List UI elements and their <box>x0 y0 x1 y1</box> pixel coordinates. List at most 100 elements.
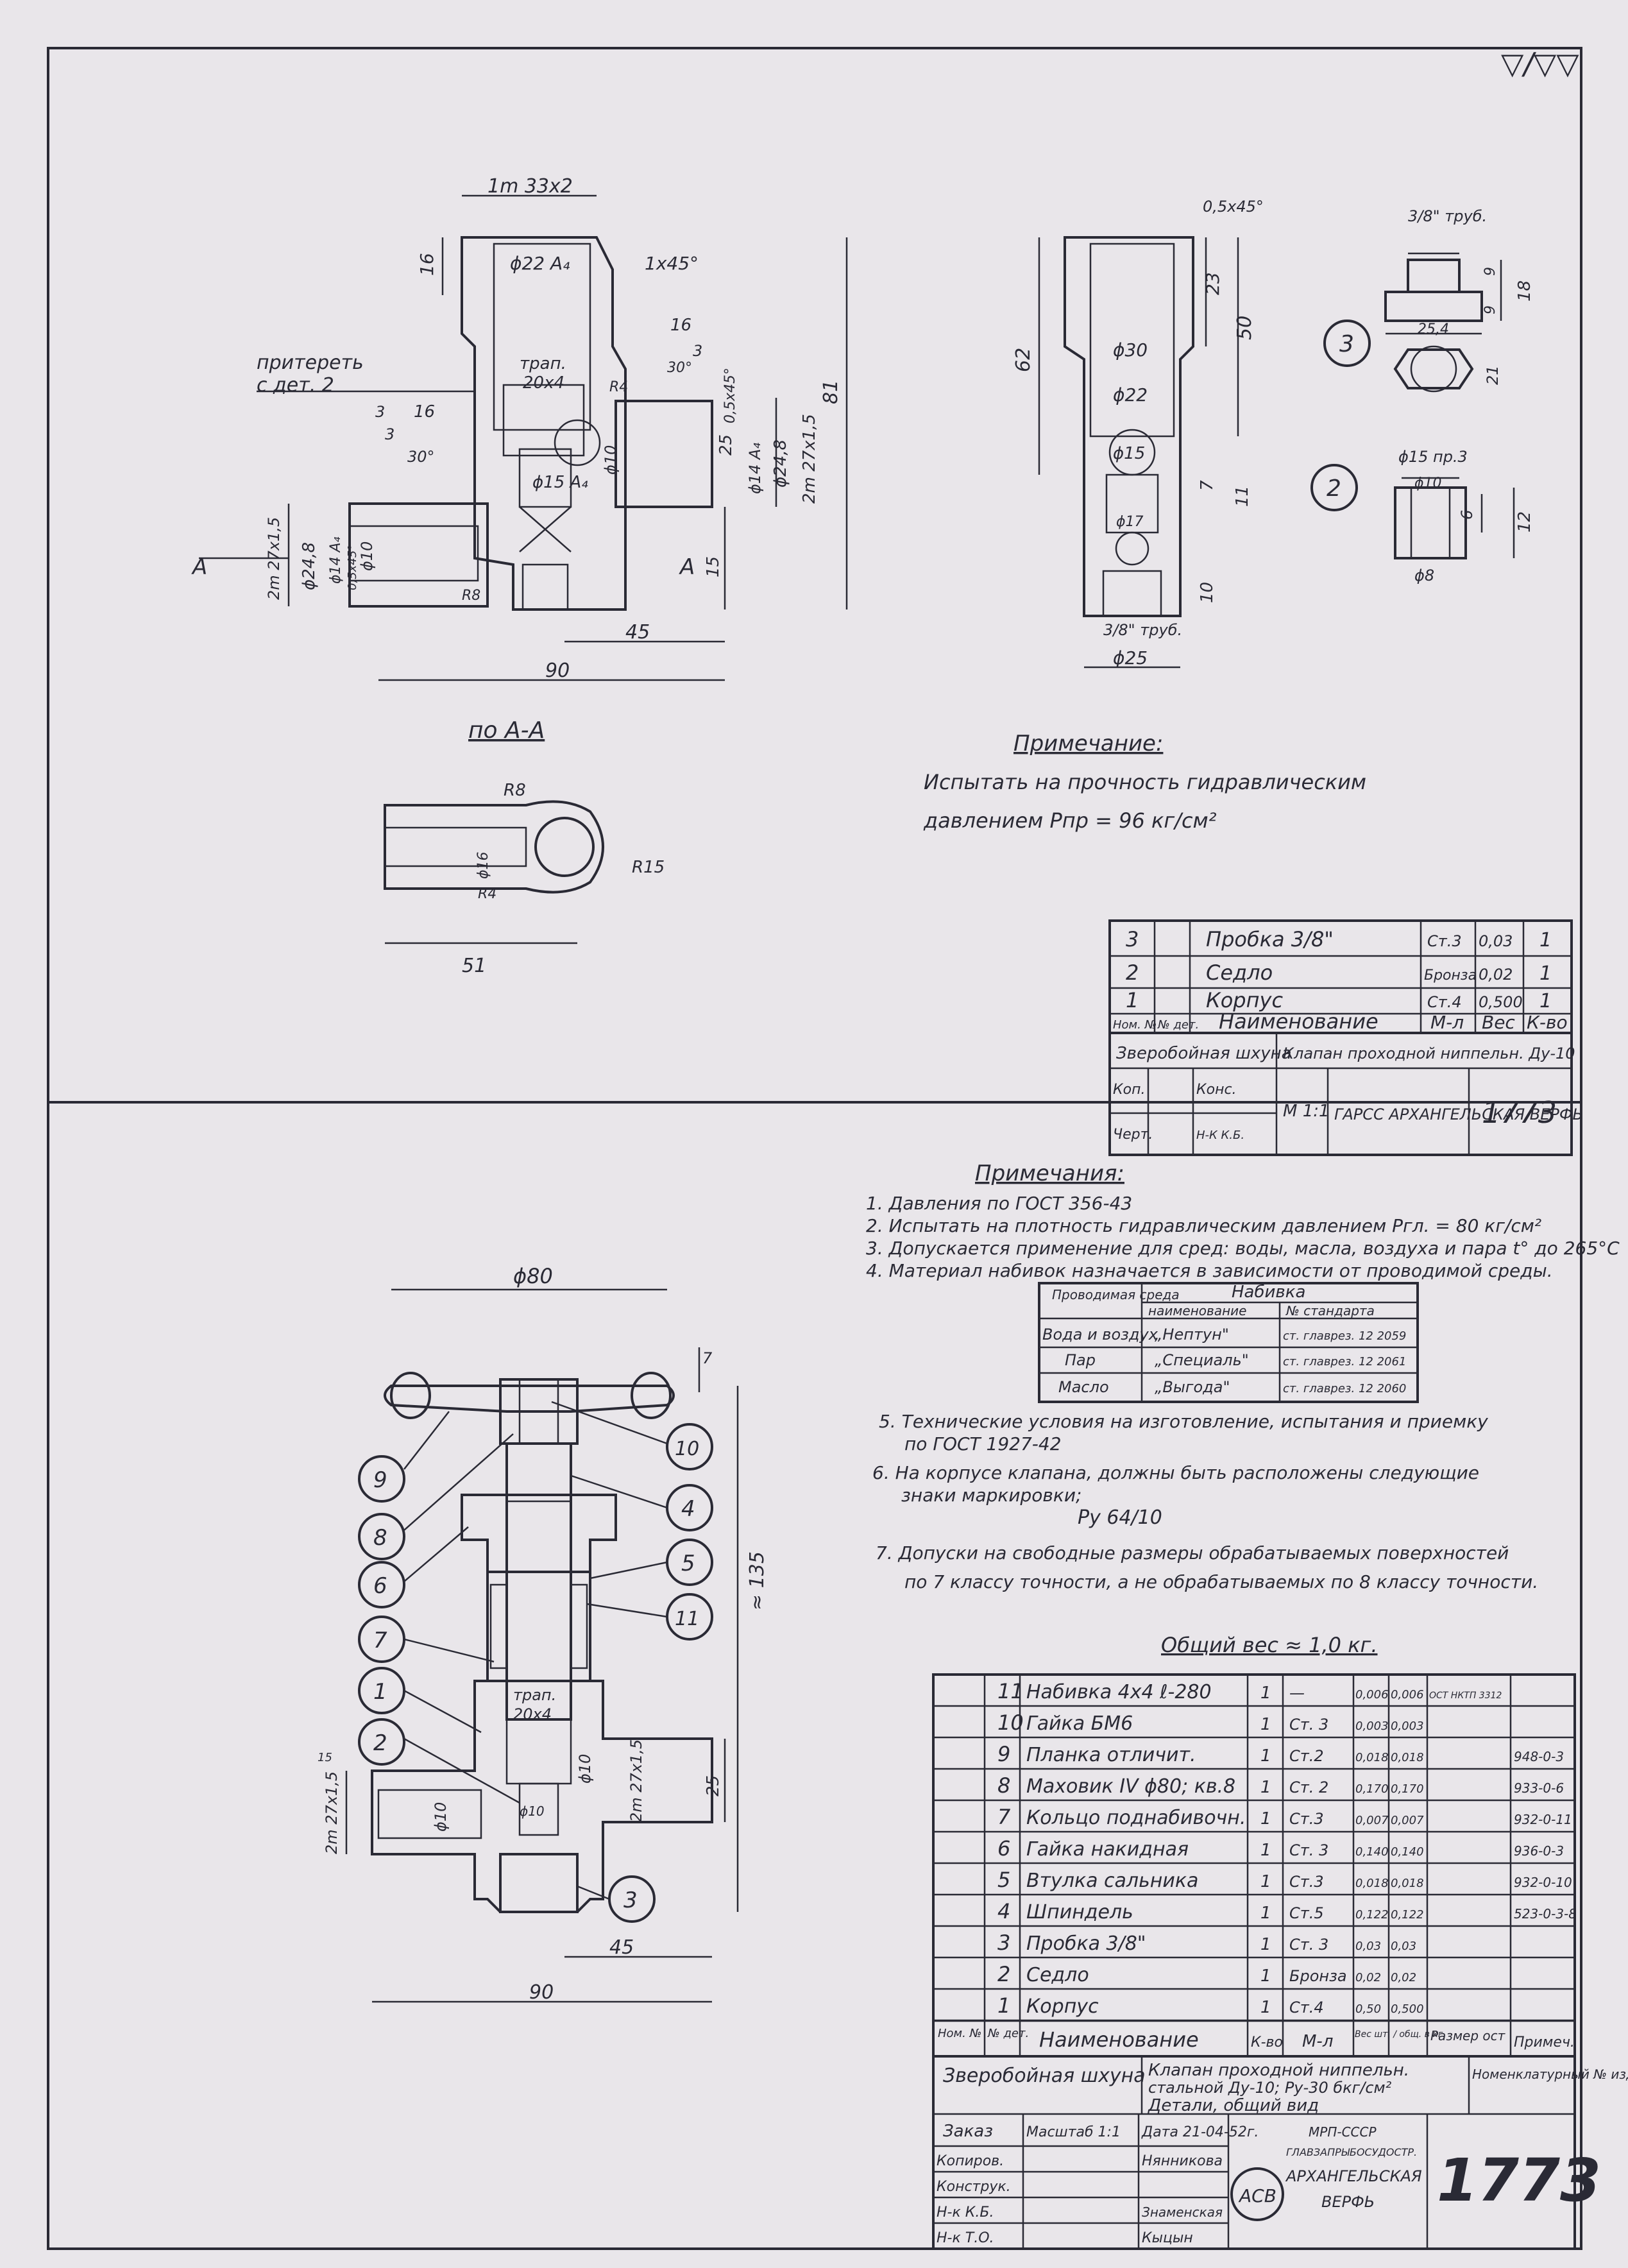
cell-num: 1 <box>997 1993 1010 2018</box>
tb-masht: Масштаб 1:1 <box>1026 2124 1121 2140</box>
dim-left30: 30° <box>407 448 435 466</box>
dim-phi15: ϕ15 A₄ <box>532 473 588 492</box>
cell-mat: Ст. 3 <box>1289 1716 1328 1734</box>
note-2: 2. Испытать на плотность гидравлическим … <box>866 1215 1541 1236</box>
side-phi25: ϕ25 <box>1113 647 1148 669</box>
cell-num: 9 <box>997 1742 1010 1766</box>
cell-num: 8 <box>997 1773 1010 1798</box>
callout-label: 3 <box>623 1888 638 1913</box>
bom-hdr-w: Вес шт. / общ. в кг. <box>1355 2029 1446 2040</box>
p2-phi8: ϕ8 <box>1414 567 1434 584</box>
cell-wt: 0,03 <box>1479 932 1513 950</box>
cell-qty: 1 <box>1260 1746 1271 1766</box>
note-5b: по ГОСТ 1927-42 <box>904 1433 1062 1454</box>
cell-mat: Ст.5 <box>1289 1904 1324 1922</box>
asm-thr-r: 2m 27x1,5 <box>627 1739 645 1822</box>
pk-h1: Проводимая среда <box>1052 1287 1180 1302</box>
cell-weight-each: 0,170 <box>1355 1782 1389 1796</box>
cell-num: 6 <box>997 1836 1010 1861</box>
dim-chamfer: 1x45° <box>645 253 699 274</box>
bom-hdr-mat: М-л <box>1302 2032 1333 2051</box>
upper-side-view: 0,5x45° 62 23 50 ϕ30 ϕ22 ϕ15 7 11 ϕ17 10… <box>1012 198 1264 669</box>
cell-note: 932-0-10 <box>1514 1875 1572 1890</box>
callout-2: 2 <box>358 1718 520 1804</box>
bom-row: 1 Корпус 1 Ст.4 0,50 0,500 <box>997 1993 1424 2018</box>
callout-label: 8 <box>373 1525 387 1551</box>
dim-d24: ϕ24,8 <box>771 439 790 488</box>
upper-tb-ship: Зверобойная шхуна <box>1116 1044 1292 1063</box>
cell-num: 4 <box>997 1899 1010 1923</box>
side-v10: 10 <box>1198 582 1217 603</box>
dim-h16: 16 <box>416 253 437 276</box>
upper-tb-org: ГАРСС АРХАНГЕЛЬСКАЯ ВЕРФЬ <box>1334 1105 1583 1123</box>
asm-v25: 25 <box>704 1775 723 1796</box>
pk-h2b: № стандарта <box>1285 1303 1375 1318</box>
tb-nkkb: Н-к К.Б. <box>937 2204 994 2221</box>
hdr-det: № дет. <box>1157 1018 1199 1032</box>
p3-d254: 25,4 <box>1418 321 1449 337</box>
callout-7: 7 <box>358 1616 495 1663</box>
side-v62: 62 <box>1012 348 1035 372</box>
tb-title2: стальной Ду-10; Ру-30 бкг/см² <box>1148 2079 1392 2097</box>
cell-note: 932-0-11 <box>1514 1812 1572 1827</box>
cell-name: Планка отличит. <box>1026 1744 1196 1766</box>
cell-weight-total: 0,02 <box>1391 1971 1416 1984</box>
cell-qty: 1 <box>1260 1998 1271 2017</box>
asv-logo: АСВ <box>1230 2167 1284 2221</box>
pk-r2-std: ст. главрез. 12 2061 <box>1283 1355 1406 1368</box>
dim-d16: 16 <box>670 316 691 335</box>
cell-note: 948-0-3 <box>1514 1749 1564 1764</box>
side-phi22: ϕ22 <box>1113 384 1148 405</box>
cell-weight-total: 0,007 <box>1391 1814 1424 1827</box>
asm-d80: ϕ80 <box>513 1264 553 1288</box>
sheet-border <box>47 47 1582 2250</box>
note-pritere1: притереть <box>257 352 364 374</box>
tb-org3: АРХАНГЕЛЬСКАЯ <box>1285 2167 1422 2185</box>
cell-qty: 1 <box>1260 1809 1271 1829</box>
callout-3-upper <box>1323 320 1371 367</box>
cell-mat: Ст.4 <box>1289 1999 1324 2016</box>
cell-num: 2 <box>997 1962 1010 1986</box>
asm-v15: 15 <box>318 1751 332 1764</box>
hdr-wt: Вес <box>1482 1012 1515 1033</box>
cell-name: Корпус <box>1026 1995 1099 2018</box>
tb-zakaz: Заказ <box>943 2122 993 2141</box>
callout-label: 10 <box>675 1438 699 1460</box>
dim-left-14: ϕ14 A₄ <box>328 536 344 584</box>
logo-text: АСВ <box>1238 2185 1276 2206</box>
pk-h2: Набивка <box>1232 1283 1305 1302</box>
pk-r1-medium: Вода и воздух <box>1042 1326 1158 1343</box>
dim-v15: 15 <box>704 556 723 577</box>
dim-left3: 3 <box>375 403 385 421</box>
dim-phi10: ϕ10 <box>602 445 620 475</box>
cell-mat: Ст.3 <box>1289 1810 1324 1828</box>
cell-weight-each: 0,003 <box>1355 1719 1389 1733</box>
tb-nkto: Н-к Т.О. <box>937 2230 994 2246</box>
p2-phi10: ϕ10 <box>1414 475 1442 491</box>
upper-row-2: 2 Седло Бронза 0,02 1 <box>1126 960 1552 985</box>
dim-h90: 90 <box>545 660 570 682</box>
cell-qty: 1 <box>1260 1935 1271 1954</box>
asm-v7: 7 <box>702 1349 713 1367</box>
cell-mat: Бронза <box>1424 968 1477 984</box>
callout-9: 9 <box>358 1411 450 1503</box>
callout-8: 8 <box>358 1433 514 1560</box>
callout-4: 4 <box>570 1474 713 1531</box>
upper-note-line2: давлением Pпр = 96 кг/см² <box>923 808 1217 833</box>
cell-weight-total: 0,500 <box>1391 2002 1424 2016</box>
cell-weight-each: 0,50 <box>1355 2002 1381 2016</box>
part-3-plug: 3 3/8" труб. 25,4 18 9 9 21 <box>1323 207 1534 393</box>
cell-num: 5 <box>997 1868 1010 1892</box>
pk-r1-name: „Нептун" <box>1155 1326 1229 1343</box>
cell-mat: Ст.3 <box>1289 1873 1324 1891</box>
cell-weight-each: 0,018 <box>1355 1751 1389 1764</box>
asm-thr-l: 2m 27x1,5 <box>323 1771 341 1854</box>
roughness-mark: ▽/▽▽ <box>1501 46 1579 81</box>
dim-d14: ϕ14 A₄ <box>746 443 764 494</box>
bom-hdr-nom: Ном. № <box>938 2027 981 2040</box>
cell-num: 3 <box>997 1931 1010 1955</box>
upper-tb-chert: Черт. <box>1113 1127 1153 1143</box>
cell-num: 3 <box>1126 927 1139 951</box>
cell-num: 2 <box>1126 960 1139 985</box>
